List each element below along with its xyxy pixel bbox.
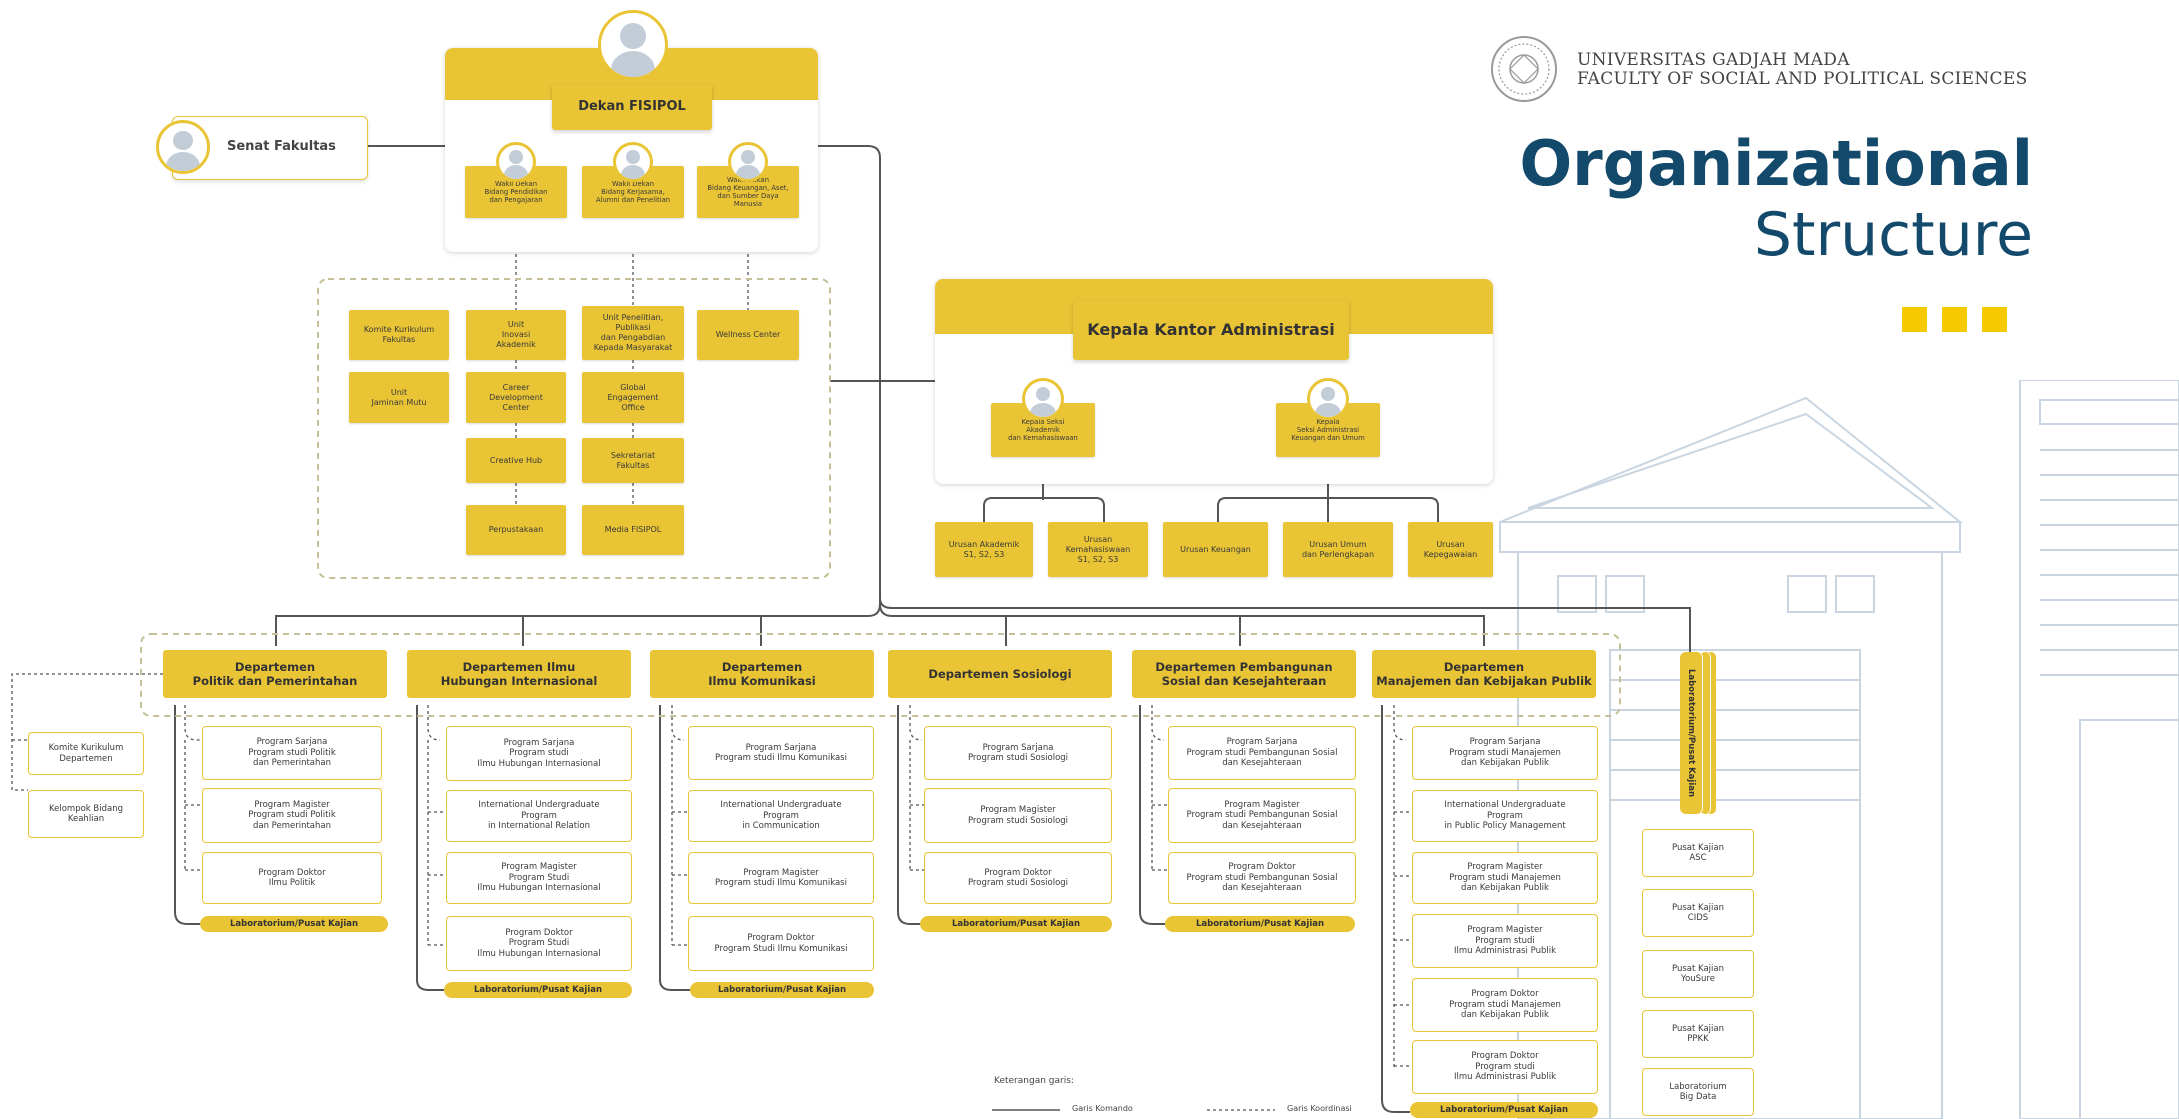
laboratorium-big-data[interactable]: Laboratorium Big Data [1642, 1068, 1754, 1116]
program-hi-iup[interactable]: International Undergraduate Program in I… [446, 790, 632, 842]
lab-vertical-label: Laboratorium/Pusat Kajian [1686, 668, 1696, 798]
program-sosiologi-doktor[interactable]: Program Doktor Program studi Sosiologi [924, 852, 1112, 904]
program-hi-sarjana[interactable]: Program Sarjana Program studi Ilmu Hubun… [446, 726, 632, 781]
urusan-kepegawaian[interactable]: Urusan Kepegawaian [1408, 522, 1493, 577]
unit-sekretariat[interactable]: Sekretariat Fakultas [582, 438, 684, 483]
dept-ilmu-komunikasi[interactable]: Departemen Ilmu Komunikasi [650, 650, 874, 698]
lab-mkp[interactable]: Laboratorium/Pusat Kajian [1410, 1102, 1598, 1118]
pusat-kajian-asc[interactable]: Pusat Kajian ASC [1642, 829, 1754, 877]
pusat-kajian-yousure[interactable]: Pusat Kajian YouSure [1642, 950, 1754, 998]
unit-creative-hub[interactable]: Creative Hub [466, 438, 566, 483]
legend-koordinasi: Garis Koordinasi [1287, 1104, 1352, 1113]
wakil-avatar [728, 142, 768, 182]
program-mkp-magister-mkp[interactable]: Program Magister Program studi Manajemen… [1412, 852, 1598, 904]
program-mkp-iup[interactable]: International Undergraduate Program in P… [1412, 790, 1598, 842]
program-politik-doktor[interactable]: Program Doktor Ilmu Politik [202, 852, 382, 904]
dept-pembangunan-sosial[interactable]: Departemen Pembangunan Sosial dan Keseja… [1132, 650, 1356, 698]
senat-avatar [156, 120, 210, 174]
kantor-title-box[interactable]: Kepala Kantor Administrasi [1073, 300, 1349, 360]
lab-komunikasi[interactable]: Laboratorium/Pusat Kajian [690, 982, 874, 998]
program-sosiologi-magister[interactable]: Program Magister Program studi Sosiologi [924, 788, 1112, 843]
page-title: Organizational [1519, 127, 2033, 200]
dept-sosiologi[interactable]: Departemen Sosiologi [888, 650, 1112, 698]
wakil-avatar [613, 142, 653, 182]
lab-sosiologi[interactable]: Laboratorium/Pusat Kajian [920, 916, 1112, 932]
accent-square [1902, 307, 1927, 332]
kepala-avatar [1022, 378, 1064, 420]
program-mkp-sarjana[interactable]: Program Sarjana Program studi Manajemen … [1412, 726, 1598, 780]
unit-wellness-center[interactable]: Wellness Center [697, 310, 799, 360]
lab-psdk[interactable]: Laboratorium/Pusat Kajian [1165, 916, 1355, 932]
accent-square [1942, 307, 1967, 332]
unit-komite-kurikulum-fakultas[interactable]: Komite Kurikulum Fakultas [349, 310, 449, 360]
lab-politik[interactable]: Laboratorium/Pusat Kajian [200, 916, 388, 932]
program-politik-magister[interactable]: Program Magister Program studi Politik d… [202, 788, 382, 843]
senat-label: Senat Fakultas [227, 139, 336, 154]
unit-career-development[interactable]: Career Development Center [466, 372, 566, 423]
dept-manajemen-kebijakan[interactable]: Departemen Manajemen dan Kebijakan Publi… [1372, 650, 1596, 698]
legend-title: Keterangan garis: [994, 1076, 1074, 1086]
unit-media-fisipol[interactable]: Media FISIPOL [582, 505, 684, 555]
pusat-kajian-cids[interactable]: Pusat Kajian CIDS [1642, 889, 1754, 937]
unit-perpustakaan[interactable]: Perpustakaan [466, 505, 566, 555]
unit-inovasi-akademik[interactable]: Unit Inovasi Akademik [466, 310, 566, 360]
urusan-keuangan[interactable]: Urusan Keuangan [1163, 522, 1268, 577]
komite-kurikulum-departemen[interactable]: Komite Kurikulum Departemen [28, 732, 144, 775]
kepala-seksi-akademik[interactable]: Kepala Seksi Akademik dan Kemahasiswaan [991, 403, 1095, 457]
program-mkp-doktor-map[interactable]: Program Doktor Program studi Ilmu Admini… [1412, 1040, 1598, 1094]
program-komunikasi-iup[interactable]: International Undergraduate Program in C… [688, 790, 874, 842]
program-sosiologi-sarjana[interactable]: Program Sarjana Program studi Sosiologi [924, 726, 1112, 780]
lab-vertical-shadow [1706, 652, 1716, 814]
ugm-logo [1491, 36, 1557, 102]
dekan-avatar [598, 10, 668, 80]
wakil-dekan-2[interactable]: Wakil Dekan Bidang Kerjasama, Alumni dan… [582, 166, 684, 218]
program-komunikasi-sarjana[interactable]: Program Sarjana Program studi Ilmu Komun… [688, 726, 874, 780]
urusan-akademik[interactable]: Urusan Akademik S1, S2, S3 [935, 522, 1033, 577]
dept-politik[interactable]: Departemen Politik dan Pemerintahan [163, 650, 387, 698]
urusan-umum[interactable]: Urusan Umum dan Perlengkapan [1283, 522, 1393, 577]
faculty-name: FACULTY OF SOCIAL AND POLITICAL SCIENCES [1577, 69, 2028, 89]
program-hi-doktor[interactable]: Program Doktor Program Studi Ilmu Hubung… [446, 916, 632, 971]
program-mkp-magister-map[interactable]: Program Magister Program studi Ilmu Admi… [1412, 914, 1598, 968]
pusat-kajian-ppkk[interactable]: Pusat Kajian PPKK [1642, 1010, 1754, 1058]
lab-vertical-shadow [1700, 652, 1711, 814]
wakil-avatar [496, 142, 536, 182]
kepala-avatar [1307, 378, 1349, 420]
program-hi-magister[interactable]: Program Magister Program Studi Ilmu Hubu… [446, 852, 632, 904]
kepala-seksi-umum[interactable]: Kepala Seksi Administrasi Keuangan dan U… [1276, 403, 1380, 457]
building-illustration [1499, 380, 2179, 1119]
legend-komando: Garis Komando [1072, 1104, 1133, 1113]
program-mkp-doktor-mkp[interactable]: Program Doktor Program studi Manajemen d… [1412, 978, 1598, 1032]
unit-global-engagement[interactable]: Global Engagement Office [582, 372, 684, 423]
program-politik-sarjana[interactable]: Program Sarjana Program studi Politik da… [202, 726, 382, 780]
program-psdk-sarjana[interactable]: Program Sarjana Program studi Pembanguna… [1168, 726, 1356, 780]
dekan-box[interactable]: Dekan FISIPOL [552, 84, 712, 130]
unit-jaminan-mutu[interactable]: Unit Jaminan Mutu [349, 372, 449, 423]
accent-square [1982, 307, 2007, 332]
unit-penelitian[interactable]: Unit Penelitian, Publikasi dan Pengabdia… [582, 306, 684, 360]
urusan-kemahasiswaan[interactable]: Urusan Kemahasiswaan S1, S2, S3 [1048, 522, 1148, 577]
program-psdk-doktor[interactable]: Program Doktor Program studi Pembangunan… [1168, 852, 1356, 904]
lab-vertical[interactable]: Laboratorium/Pusat Kajian [1680, 652, 1703, 814]
kelompok-bidang-keahlian[interactable]: Kelompok Bidang Keahlian [28, 790, 144, 838]
program-komunikasi-magister[interactable]: Program Magister Program studi Ilmu Komu… [688, 852, 874, 904]
page-subtitle: Structure [1753, 200, 2033, 270]
lab-hi[interactable]: Laboratorium/Pusat Kajian [444, 982, 632, 998]
program-psdk-magister[interactable]: Program Magister Program studi Pembangun… [1168, 788, 1356, 843]
dept-hubungan-internasional[interactable]: Departemen Ilmu Hubungan Internasional [407, 650, 631, 698]
university-name: UNIVERSITAS GADJAH MADA [1577, 50, 1850, 70]
program-komunikasi-doktor[interactable]: Program Doktor Program Studi Ilmu Komuni… [688, 916, 874, 971]
